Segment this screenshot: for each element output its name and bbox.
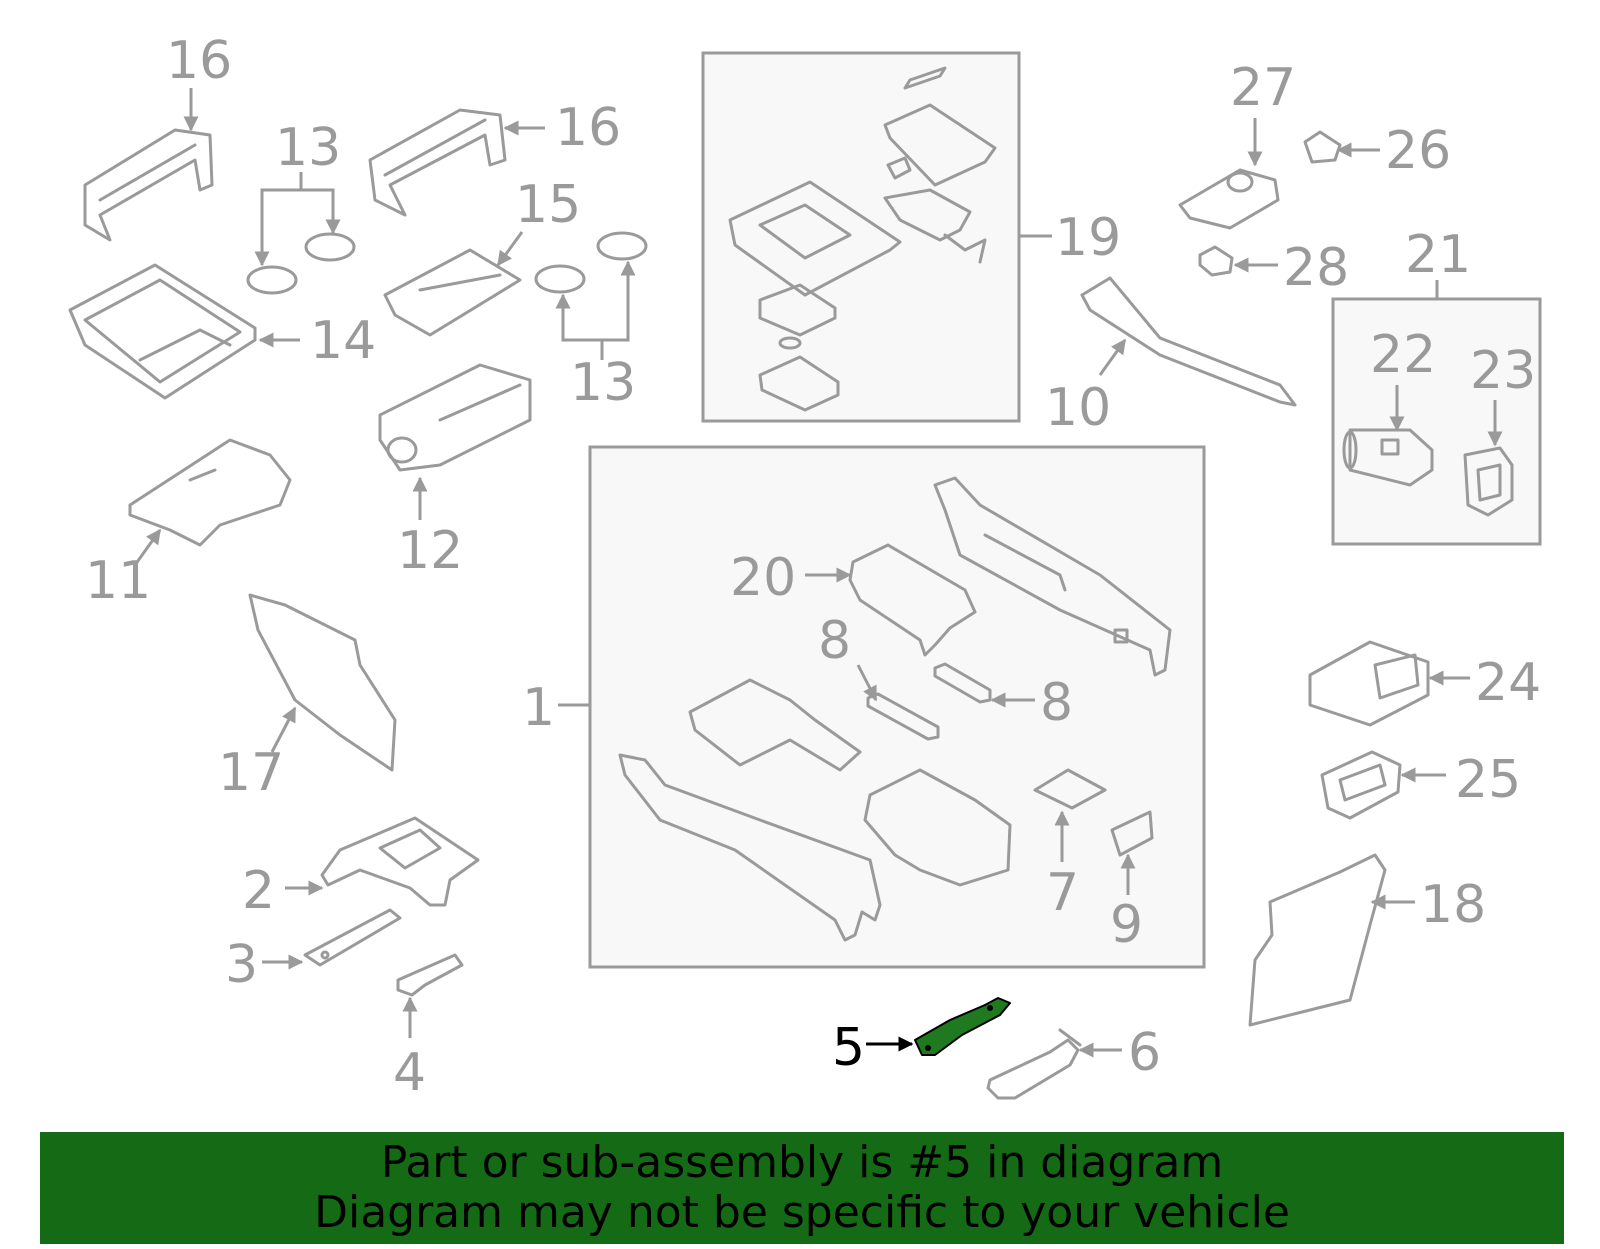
callout-17: 17 <box>218 743 284 803</box>
part-22-socket[interactable] <box>1342 428 1434 487</box>
part-10-trim-strip[interactable] <box>1080 276 1297 407</box>
callout-27: 27 <box>1230 58 1296 118</box>
callout-3: 3 <box>225 935 258 995</box>
callout-7: 7 <box>1046 863 1079 923</box>
callout-8-left: 8 <box>818 611 851 671</box>
callout-12: 12 <box>397 521 463 581</box>
part-27-switch[interactable] <box>1178 168 1280 230</box>
callout-16-right: 16 <box>555 98 621 158</box>
callout-1: 1 <box>522 678 555 738</box>
callout-10: 10 <box>1045 378 1111 438</box>
callout-15: 15 <box>515 175 581 235</box>
part-28-clip[interactable] <box>1198 245 1234 277</box>
banner-line-2: Diagram may not be specific to your vehi… <box>314 1187 1290 1238</box>
part-13-rings-right[interactable] <box>534 231 648 294</box>
callout-2: 2 <box>242 861 275 921</box>
callout-16-left: 16 <box>166 31 232 91</box>
callout-24: 24 <box>1475 653 1541 713</box>
callout-23: 23 <box>1470 341 1536 401</box>
callout-20: 20 <box>730 548 796 608</box>
part-13-rings-left[interactable] <box>246 232 356 295</box>
callout-19: 19 <box>1055 208 1121 268</box>
part-14-tray[interactable] <box>68 263 257 400</box>
part-16-left[interactable] <box>83 128 214 242</box>
callout-25: 25 <box>1455 750 1521 810</box>
callout-9: 9 <box>1110 895 1143 955</box>
part-17-side-panel[interactable] <box>248 593 397 772</box>
part-6-bracket[interactable] <box>986 1028 1082 1100</box>
callout-5-highlighted: 5 <box>832 1018 865 1078</box>
part-25-bezel[interactable] <box>1320 750 1402 820</box>
part-11-panel[interactable] <box>128 438 292 547</box>
part-5-bracket-highlighted[interactable] <box>914 997 1011 1056</box>
part-19-shifter-assembly[interactable] <box>728 66 997 412</box>
part-26-clip[interactable] <box>1303 130 1342 164</box>
callout-22: 22 <box>1370 325 1436 385</box>
part-16-right[interactable] <box>368 108 507 217</box>
part-24-module[interactable] <box>1308 640 1430 727</box>
callout-13-left: 13 <box>275 118 341 178</box>
callout-labels: 16 16 13 15 14 13 12 11 17 2 3 4 5 6 7 9… <box>85 31 1541 1103</box>
part-18-side-panel[interactable] <box>1248 853 1387 1027</box>
assembly-box-19 <box>701 51 1021 423</box>
part-1-console-assembly[interactable] <box>618 476 1172 942</box>
part-23-outlet[interactable] <box>1463 446 1514 517</box>
callout-4: 4 <box>393 1043 426 1103</box>
info-banner: Part or sub-assembly is #5 in diagram Di… <box>40 1132 1564 1244</box>
part-15-bracket[interactable] <box>383 248 522 337</box>
assembly-box-21 <box>1331 297 1542 546</box>
callout-28: 28 <box>1283 238 1349 298</box>
part-2-shifter-bracket[interactable] <box>320 816 480 907</box>
banner-line-1: Part or sub-assembly is #5 in diagram <box>380 1137 1224 1188</box>
part-12-storage-box[interactable] <box>378 363 532 472</box>
callout-6: 6 <box>1128 1023 1161 1083</box>
callout-8-right: 8 <box>1040 673 1073 733</box>
callout-14: 14 <box>310 311 376 371</box>
callout-13-right: 13 <box>570 353 636 413</box>
callout-21: 21 <box>1405 225 1471 285</box>
part-4-clip[interactable] <box>396 953 464 997</box>
callout-18: 18 <box>1420 875 1486 935</box>
leader-lines <box>133 88 1503 1058</box>
part-3-bracket[interactable] <box>303 908 402 967</box>
callout-11: 11 <box>85 551 151 611</box>
assembly-box-1 <box>588 445 1206 969</box>
callout-26: 26 <box>1385 121 1451 181</box>
